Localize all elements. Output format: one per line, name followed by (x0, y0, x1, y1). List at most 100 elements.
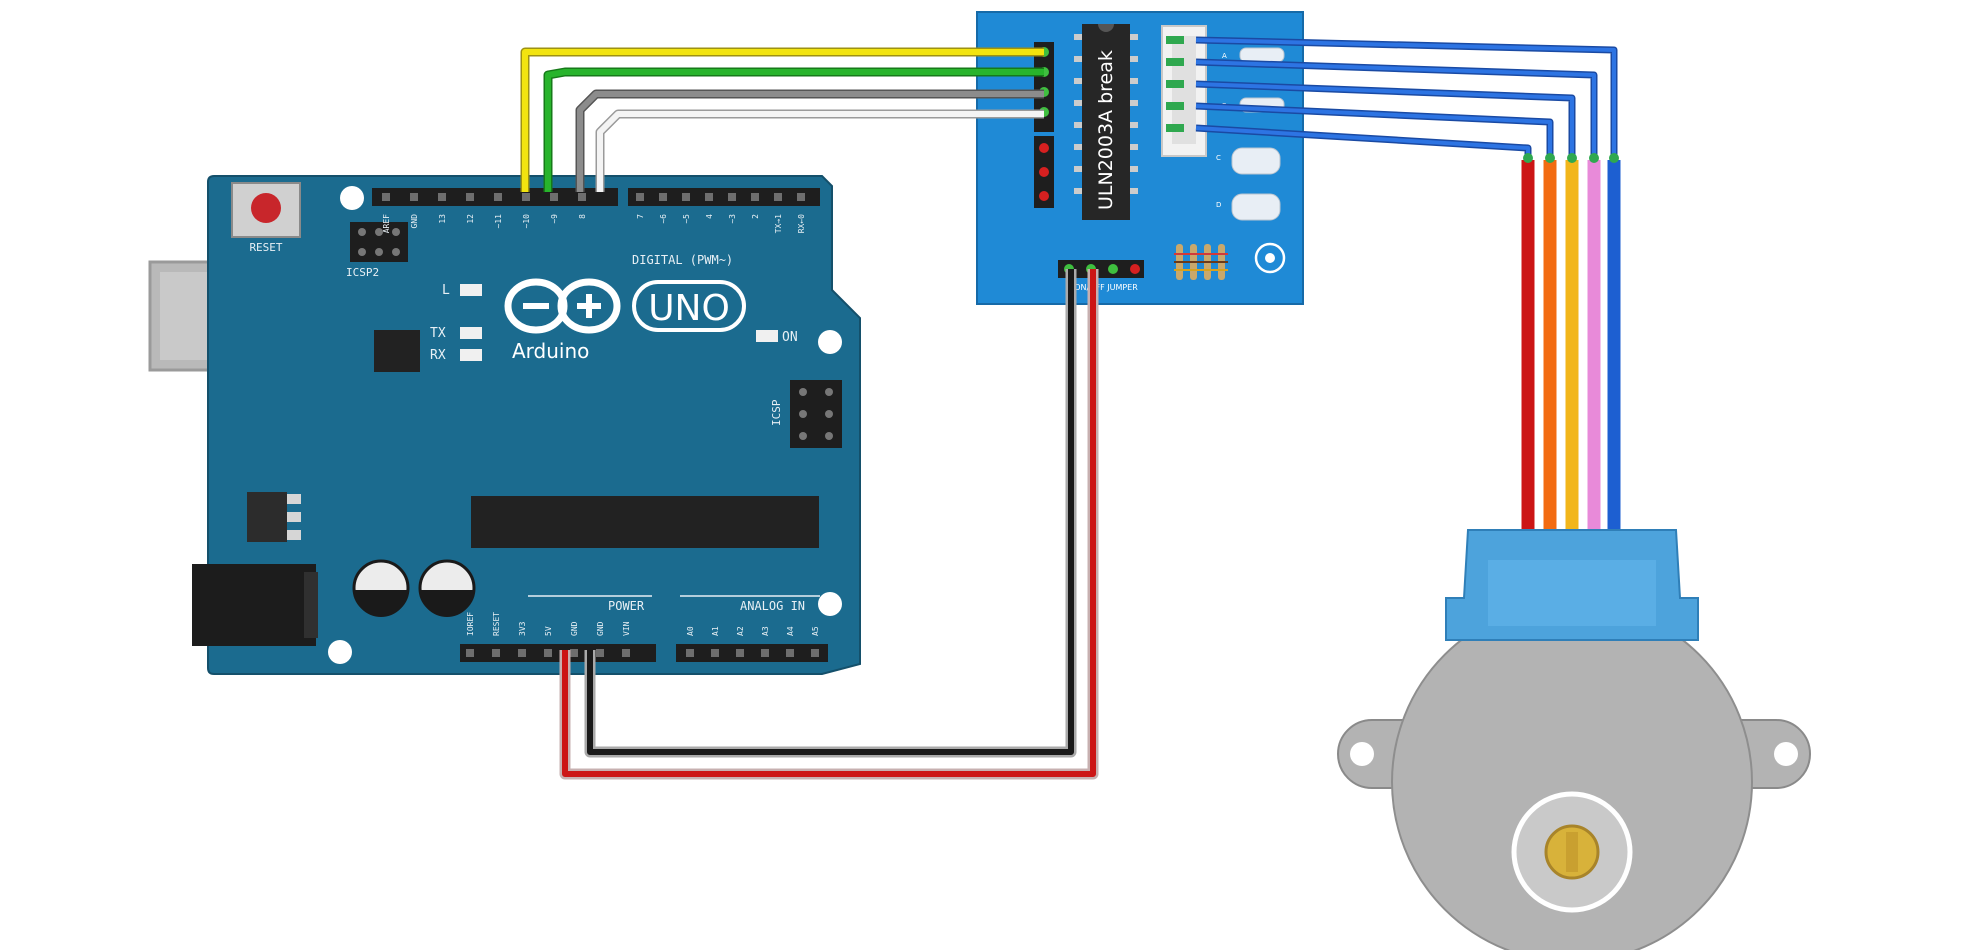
header-pin (466, 649, 474, 657)
led-tx (460, 327, 482, 339)
header-pin (811, 649, 819, 657)
signal-wires (520, 47, 1044, 192)
pin-label: ~10 (522, 214, 531, 229)
power-label: POWER (608, 599, 645, 613)
power-wires (559, 269, 1099, 780)
pin-label: A3 (761, 626, 770, 636)
pin-label: ~11 (494, 214, 503, 229)
pin-label: ~3 (728, 214, 737, 224)
header-pin (736, 649, 744, 657)
power-analog-headers (460, 644, 828, 662)
header-pin (438, 193, 446, 201)
mounting-hole (818, 330, 842, 354)
header-pin (636, 193, 644, 201)
header-pin (786, 649, 794, 657)
pin-label: GND (596, 621, 605, 636)
dc-jack (192, 564, 316, 646)
mounting-hole (328, 640, 352, 664)
uno-label: UNO (648, 288, 730, 329)
digital-header (372, 188, 820, 206)
pin-label: AREF (382, 214, 391, 233)
driver-led-c-label: C (1216, 154, 1221, 162)
header-pin (622, 649, 630, 657)
header-pin (659, 193, 667, 201)
led-l (460, 284, 482, 296)
atmega-microcontroller (471, 496, 819, 548)
header-pin (466, 193, 474, 201)
reset-label: RESET (249, 241, 282, 254)
pin-label: ~5 (682, 214, 691, 224)
stepper-motor (1337, 529, 1811, 950)
header-pin (797, 193, 805, 201)
capacitor (418, 559, 476, 617)
pin-label: 4 (705, 214, 714, 219)
arduino-logo (504, 278, 746, 334)
header-pin (682, 193, 690, 201)
icsp-header (790, 380, 842, 448)
header-pin (522, 193, 530, 201)
header-pin (774, 193, 782, 201)
pin-label: 8 (578, 214, 587, 219)
pin-label: 5V (544, 626, 553, 636)
pin-label: A5 (811, 626, 820, 636)
power-pin-labels: IOREF RESET 3V3 5V GND GND VIN (466, 612, 631, 636)
motor-connector (1161, 25, 1207, 157)
pin-label: A2 (736, 626, 745, 636)
pin-label: 3V3 (518, 621, 527, 636)
pin-label: ~6 (659, 214, 668, 224)
header-pin (494, 193, 502, 201)
pin-label: A0 (686, 626, 695, 636)
mounting-hole (340, 186, 364, 210)
pin-label: RESET (492, 612, 501, 636)
led-l-label: L (442, 283, 450, 298)
jumper-label: ON/OFF JUMPER (1074, 283, 1138, 292)
icsp2-header (350, 222, 408, 262)
voltage-regulator (247, 492, 301, 542)
usb-chip (374, 330, 420, 372)
pin-label: VIN (622, 621, 631, 636)
header-pin (382, 193, 390, 201)
pin-label: GND (570, 621, 579, 636)
pin-label: ~9 (550, 214, 559, 224)
icsp-label: ICSP (770, 399, 783, 426)
led-tx-label: TX (430, 326, 446, 341)
driver-led-d-label: D (1216, 201, 1221, 209)
chip-label: ULN2003A break (1095, 50, 1117, 210)
header-pin (761, 649, 769, 657)
pin-label: 2 (751, 214, 760, 219)
header-pin (518, 649, 526, 657)
pin-label: 12 (466, 214, 475, 224)
header-pin (550, 193, 558, 201)
header-pin (711, 649, 719, 657)
mounting-hole (818, 592, 842, 616)
pin-label: A1 (711, 626, 720, 636)
pin-label: RX←0 (797, 214, 806, 233)
header-pin (686, 649, 694, 657)
pin-label: IOREF (466, 612, 475, 636)
driver-led-a-label: A (1222, 52, 1227, 60)
header-pin (544, 649, 552, 657)
led-on (756, 330, 778, 342)
header-pin (728, 193, 736, 201)
header-pin (410, 193, 418, 201)
pin-label: 7 (636, 214, 645, 219)
capacitor (352, 559, 410, 617)
arduino-uno-board: RESET ICSP2 L TX RX ON UNO Arduino (148, 175, 861, 675)
driver-logo (1254, 242, 1286, 274)
header-pin (578, 193, 586, 201)
header-pin (596, 649, 604, 657)
header-pin (492, 649, 500, 657)
digital-label: DIGITAL (PWM~) (632, 253, 733, 267)
header-pin (705, 193, 713, 201)
pin-label: GND (410, 214, 419, 229)
arduino-pcb (207, 175, 861, 675)
header-pin (751, 193, 759, 201)
led-rx-label: RX (430, 348, 446, 363)
motor-wires (1195, 36, 1621, 540)
pin-label: TX→1 (774, 214, 783, 233)
uln2003a-chip (1074, 24, 1138, 220)
icsp2-label: ICSP2 (346, 266, 379, 279)
